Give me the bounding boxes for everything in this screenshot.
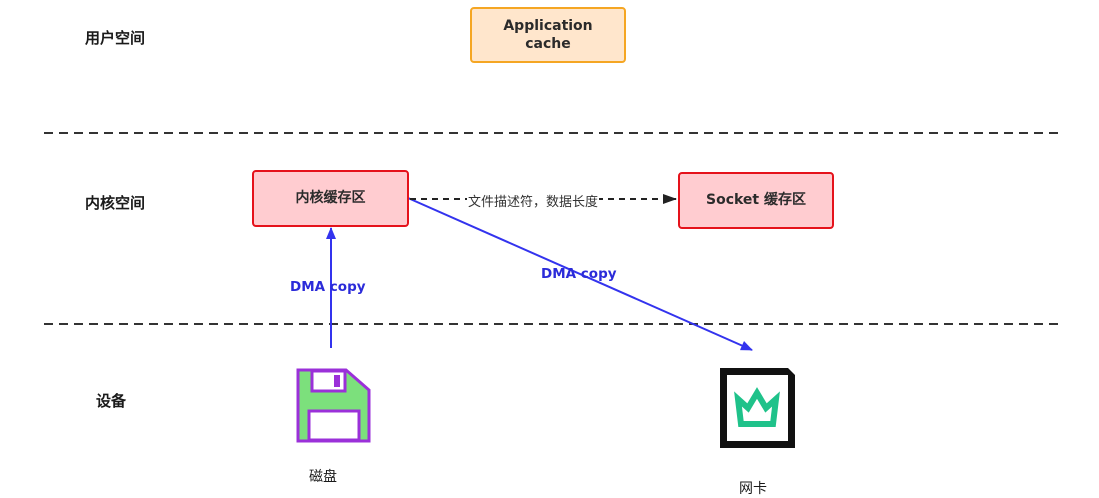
row-label-device: 设备 <box>96 392 127 410</box>
edge-label-descriptor: 文件描述符，数据长度 <box>467 191 600 210</box>
row-label-user-space: 用户空间 <box>85 29 146 47</box>
disk-caption: 磁盘 <box>309 469 337 485</box>
node-kernel-buffer: 内核缓存区 <box>252 170 409 227</box>
disk-icon <box>296 368 371 443</box>
edge-label-dma-copy-disk: DMA copy <box>290 279 366 295</box>
row-label-kernel-space: 内核空间 <box>85 194 146 212</box>
nic-caption: 网卡 <box>739 481 767 497</box>
nic-icon <box>720 368 795 448</box>
edge-label-dma-copy-nic: DMA copy <box>541 266 617 282</box>
node-application-cache: Application cache <box>470 7 626 63</box>
node-socket-buffer: Socket 缓存区 <box>678 172 834 229</box>
edge-kernel-buffer-to-nic <box>407 197 753 351</box>
